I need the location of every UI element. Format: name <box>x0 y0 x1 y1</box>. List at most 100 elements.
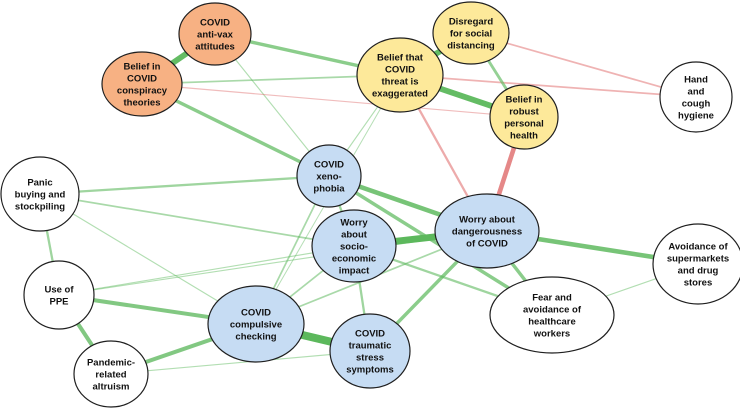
node-ppe-shape <box>23 260 95 330</box>
node-checking-label-line: COVID <box>241 308 271 319</box>
node-danger-label-line: of COVID <box>466 239 508 250</box>
node-panic-label-line: Panic <box>27 178 52 189</box>
node-threat-label-line: threat is <box>382 77 419 88</box>
node-robust-label-line: Belief in <box>506 95 543 106</box>
edge-socioeconomic-ppe <box>58 245 355 296</box>
node-socioeconomic-label-line: socio- <box>340 242 368 253</box>
node-robust-label-line: robust <box>509 107 539 118</box>
node-xenophobia-shape <box>296 144 362 208</box>
node-healthcare-shape <box>489 276 615 354</box>
node-healthcare-label-line: workers <box>533 329 570 340</box>
node-antivax-label-line: attitudes <box>195 42 235 53</box>
edge-robust-conspiracy <box>141 83 525 118</box>
node-conspiracy-label-line: Belief in <box>124 62 161 73</box>
node-xenophobia-label-line: phobia <box>313 184 345 195</box>
node-supermarkets-label-line: supermarkets <box>667 254 729 265</box>
node-supermarkets-label-line: stores <box>684 278 713 289</box>
node-hygiene-label-line: Hand <box>684 75 708 86</box>
node-supermarkets-label-line: and drug <box>678 266 719 277</box>
node-traumatic-label-line: stress <box>356 353 384 364</box>
node-ppe-label-line: Use of <box>44 285 74 296</box>
node-altruism-label-line: related <box>95 370 126 381</box>
node-xenophobia-label-line: COVID <box>314 160 344 171</box>
node-socioeconomic-shape <box>311 209 397 283</box>
node-hygiene-label-line: and <box>688 87 705 98</box>
node-socioeconomic-label-line: economic <box>332 254 376 265</box>
node-panic-shape <box>0 156 80 232</box>
node-robust-shape <box>489 84 559 150</box>
node-healthcare-label-line: Fear and <box>532 293 572 304</box>
node-conspiracy-label-line: COVID <box>127 74 157 85</box>
node-hygiene-label-line: hygiene <box>678 111 714 122</box>
node-altruism-shape <box>73 340 149 408</box>
node-socioeconomic-label-line: impact <box>339 266 370 277</box>
node-traumatic-label-line: traumatic <box>349 341 392 352</box>
node-conspiracy-shape <box>101 51 183 117</box>
node-xenophobia-label-line: xeno- <box>316 172 341 183</box>
node-healthcare-label-line: healthcare <box>528 317 576 328</box>
node-robust-label-line: health <box>510 131 538 142</box>
node-panic-label-line: buying and <box>15 190 66 201</box>
node-checking-label-line: compulsive <box>230 320 282 331</box>
node-supermarkets-shape <box>652 223 740 305</box>
node-danger-label-line: Worry about <box>459 215 516 226</box>
node-supermarkets-label-line: Avoidance of <box>668 242 728 253</box>
node-disregard-label-line: distancing <box>447 41 495 52</box>
node-socioeconomic-label-line: Worry <box>340 218 368 229</box>
node-threat-label-line: exaggerated <box>372 89 428 100</box>
node-disregard-label-line: for social <box>450 29 492 40</box>
node-checking-label-line: checking <box>235 332 276 343</box>
edge-disregard-hygiene <box>470 32 697 98</box>
edge-panic-xenophobia <box>38 174 331 196</box>
node-threat-shape <box>356 37 444 113</box>
node-altruism-label-line: Pandemic- <box>87 358 135 369</box>
node-traumatic-shape <box>329 313 411 389</box>
node-socioeconomic-label-line: about <box>341 230 368 241</box>
node-healthcare-label-line: avoidance of <box>523 305 582 316</box>
node-ppe-label-line: PPE <box>49 297 68 308</box>
node-hygiene-label-line: cough <box>682 99 711 110</box>
edge-traumatic-altruism <box>110 350 371 375</box>
node-antivax-shape <box>178 2 252 66</box>
node-threat-label-line: Belief that <box>377 53 424 64</box>
node-disregard-label-line: Disregard <box>449 17 494 28</box>
node-danger-label-line: dangerousness <box>452 227 522 238</box>
node-disregard-shape <box>432 1 510 65</box>
node-panic-label-line: stockpiling <box>15 202 65 213</box>
node-antivax-label-line: COVID <box>200 18 230 29</box>
node-robust-label-line: personal <box>504 119 544 130</box>
node-conspiracy-label-line: conspiracy <box>117 86 168 97</box>
node-checking-shape <box>207 285 305 363</box>
